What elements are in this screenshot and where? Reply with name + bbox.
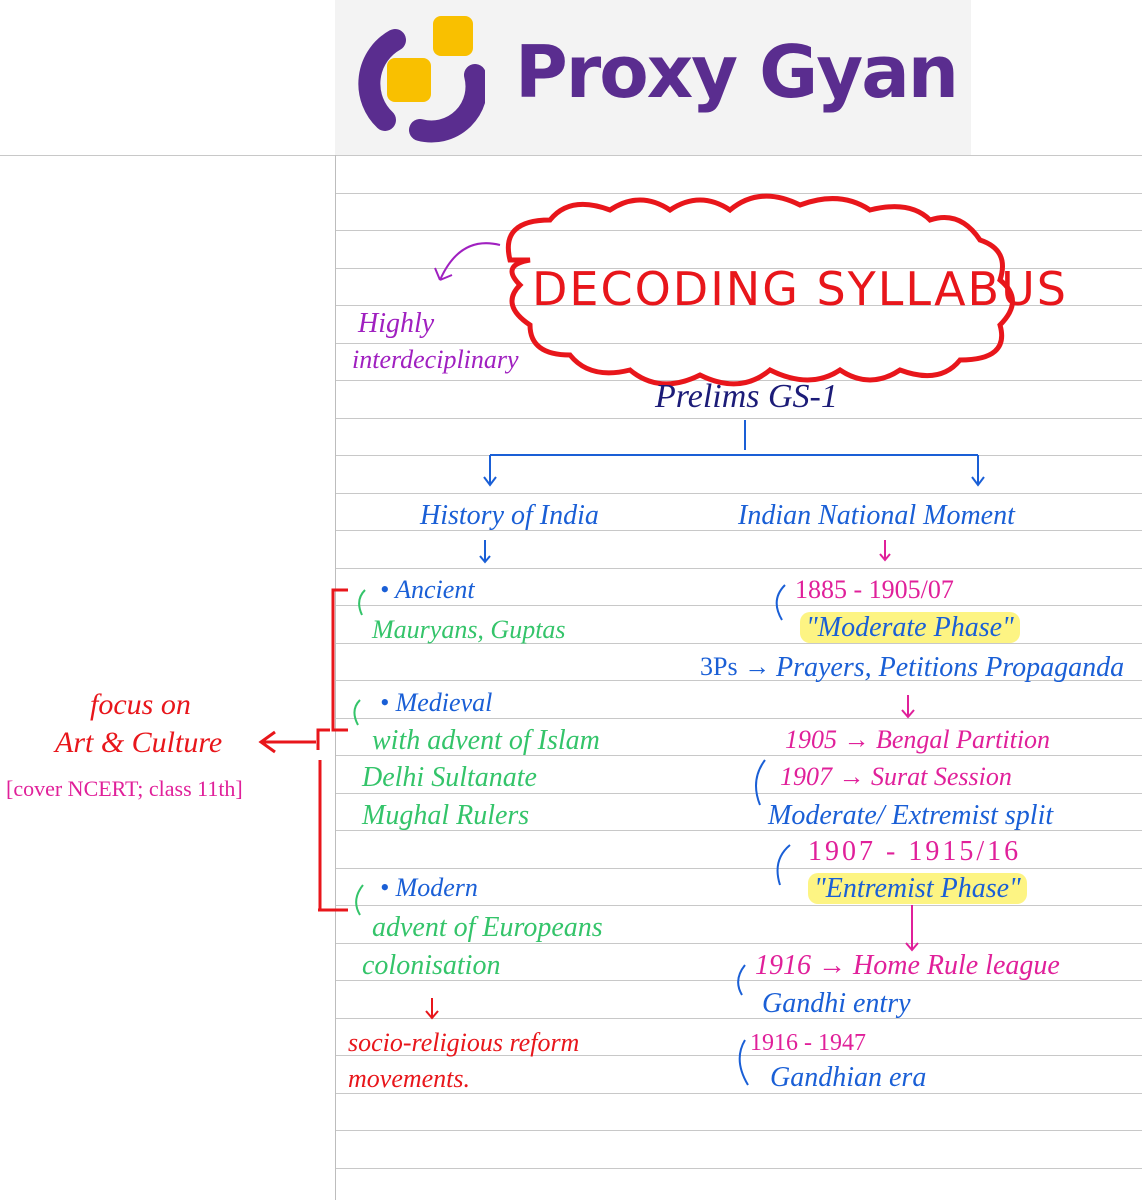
subtitle: Prelims GS-1 — [655, 378, 838, 415]
ruled-line — [335, 192, 1142, 194]
focus-note-line1: focus on — [90, 688, 191, 721]
ruled-line — [335, 492, 1142, 494]
ruled-line — [335, 230, 1142, 231]
modern-line: colonisation — [362, 950, 501, 981]
tree-connector — [483, 420, 985, 487]
ruled-line — [335, 342, 1142, 344]
inm-item: Gandhi entry — [762, 988, 911, 1019]
red-bracket — [316, 588, 348, 912]
medieval-line: Mughal Rulers — [362, 800, 530, 831]
ruled-line — [335, 680, 1142, 681]
ruled-line — [335, 905, 1142, 906]
bengal-down-arrow — [901, 695, 919, 952]
reform-line2: movements. — [348, 1064, 471, 1093]
focus-note-line3: [cover NCERT; class 11th] — [6, 776, 243, 801]
inm-item: 1905 → Bengal Partition — [785, 725, 1051, 754]
ruled-line — [335, 942, 1142, 944]
moderate-phase-highlight: "Moderate Phase" — [800, 612, 1020, 643]
inm-item: Moderate/ Extremist split — [768, 800, 1054, 831]
inm-item: Gandhian era — [770, 1062, 927, 1093]
inm-item: 1885 - 1905/07 — [795, 575, 954, 604]
reform-line1: socio-religious reform — [348, 1028, 580, 1057]
reform-down-arrow — [425, 998, 439, 1020]
section-medieval: • Medieval — [380, 688, 493, 717]
medieval-line: Delhi Sultanate — [362, 762, 537, 793]
modern-line: advent of Europeans — [372, 912, 603, 943]
ruled-line — [335, 717, 1142, 719]
inm-item: 3Ps → — [700, 652, 771, 681]
history-down-arrow — [479, 540, 491, 564]
ruled-line — [335, 605, 1142, 606]
section-modern: • Modern — [380, 873, 478, 902]
ruled-line — [0, 155, 1142, 156]
inm-item: "Entremist Phase" — [808, 873, 1027, 905]
ruled-line — [335, 867, 1142, 869]
extremist-phase-highlight: "Entremist Phase" — [808, 873, 1027, 904]
logo-banner: Proxy Gyan — [335, 0, 971, 155]
title-cloud — [506, 193, 1015, 387]
inm-item: Prayers, Petitions Propaganda — [776, 652, 1125, 683]
ruled-line — [335, 417, 1142, 419]
ruled-line — [335, 830, 1142, 831]
medieval-line: with advent of Islam — [372, 725, 600, 756]
ruled-line — [335, 267, 1142, 269]
ruled-line — [335, 305, 1142, 306]
side-note-line2: interdeciplinary — [352, 345, 519, 374]
ruled-line — [335, 1092, 1142, 1094]
proxy-gyan-logo-icon — [358, 16, 485, 143]
brand-name: Proxy Gyan — [515, 30, 959, 114]
inm-down-arrow — [879, 540, 891, 562]
inm-item: 1907 - 1915/16 — [808, 836, 1022, 867]
inm-item: 1916 - 1947 — [750, 1030, 866, 1056]
ruled-line — [335, 792, 1142, 794]
right-curved-arrows — [737, 584, 791, 1086]
ruled-line — [335, 1017, 1142, 1019]
page-title: DECODING SYLLABUS — [532, 262, 1068, 316]
ruled-line — [335, 1055, 1142, 1056]
inm-item: 1916 → Home Rule league — [755, 950, 1060, 981]
section-ancient: • Ancient — [380, 575, 475, 604]
ruled-line — [335, 755, 1142, 756]
green-curved-arrows — [353, 589, 366, 916]
history-heading: History of India — [420, 500, 599, 531]
ruled-line — [335, 1130, 1142, 1131]
ruled-line — [335, 642, 1142, 644]
inm-item: 1907 → Surat Session — [780, 762, 1012, 791]
inm-item: "Moderate Phase" — [800, 612, 1020, 644]
ruled-line — [335, 380, 1142, 381]
ruled-line — [335, 1167, 1142, 1169]
focus-note-line2: Art & Culture — [55, 726, 223, 759]
side-note-line1: Highly — [358, 308, 435, 339]
purple-arrow — [434, 242, 501, 281]
ancient-line: Mauryans, Guptas — [372, 615, 566, 644]
ruled-line — [335, 567, 1142, 569]
margin-line — [335, 155, 336, 1200]
red-left-arrow — [258, 730, 316, 754]
ruled-line — [335, 530, 1142, 531]
inm-heading: Indian National Moment — [738, 500, 1015, 531]
